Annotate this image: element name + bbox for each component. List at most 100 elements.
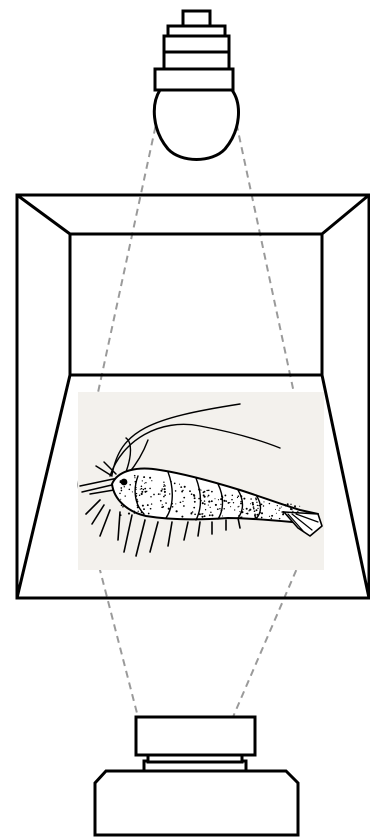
speckle-dot bbox=[179, 484, 180, 485]
speckle-dot bbox=[121, 490, 123, 492]
speckle-dot bbox=[271, 518, 272, 519]
speckle-dot bbox=[151, 503, 152, 504]
speckle-dot bbox=[135, 483, 136, 484]
speckle-dot bbox=[158, 493, 160, 495]
speckle-dot bbox=[136, 499, 137, 500]
speckle-dot bbox=[211, 500, 213, 502]
speckle-dot bbox=[148, 513, 150, 515]
speckle-dot bbox=[151, 480, 152, 481]
speckle-dot bbox=[258, 505, 259, 506]
speckle-dot bbox=[230, 506, 231, 507]
speckle-dot bbox=[209, 501, 211, 503]
speckle-dot bbox=[135, 487, 137, 489]
speckle-dot bbox=[240, 502, 242, 504]
speckle-dot bbox=[147, 504, 149, 506]
speckle-dot bbox=[217, 508, 219, 510]
speckle-dot bbox=[222, 515, 223, 516]
speckle-dot bbox=[228, 502, 230, 504]
speckle-dot bbox=[153, 494, 155, 496]
speckle-dot bbox=[120, 487, 122, 489]
speckle-dot bbox=[190, 513, 192, 515]
speckle-dot bbox=[163, 481, 164, 482]
speckle-dot bbox=[171, 503, 173, 505]
speckle-dot bbox=[241, 498, 242, 499]
speckle-dot bbox=[138, 511, 139, 512]
speckle-dot bbox=[182, 490, 183, 491]
speckle-dot bbox=[122, 506, 123, 507]
speckle-dot bbox=[198, 488, 200, 490]
speckle-dot bbox=[121, 505, 123, 507]
box-edge-bottom-left bbox=[17, 375, 70, 598]
speckle-dot bbox=[162, 504, 163, 505]
speckle-dot bbox=[128, 513, 130, 515]
speckle-dot bbox=[214, 498, 215, 499]
speckle-dot bbox=[204, 496, 206, 498]
speckle-dot bbox=[249, 509, 251, 511]
speckle-dot bbox=[299, 506, 300, 507]
speckle-dot bbox=[137, 506, 139, 508]
speckle-dot bbox=[263, 501, 264, 502]
speckle-dot bbox=[201, 516, 203, 518]
speckle-dot bbox=[144, 488, 146, 490]
speckle-dot bbox=[189, 490, 191, 492]
speckle-dot bbox=[201, 490, 202, 491]
speckle-dot bbox=[181, 516, 183, 518]
speckle-dot bbox=[136, 496, 137, 497]
speckle-dot bbox=[160, 494, 161, 495]
speckle-dot bbox=[120, 514, 122, 516]
speckle-dot bbox=[194, 501, 196, 503]
speckle-dot bbox=[208, 505, 209, 506]
speckle-dot bbox=[163, 486, 164, 487]
speckle-dot bbox=[279, 508, 280, 509]
speckle-dot bbox=[160, 500, 162, 502]
speckle-dot bbox=[261, 518, 262, 519]
speckle-dot bbox=[275, 509, 276, 510]
speckle-dot bbox=[297, 509, 298, 510]
speckle-dot bbox=[162, 506, 164, 508]
speckle-dot bbox=[192, 511, 194, 513]
lamp-ring-middle bbox=[164, 52, 229, 69]
speckle-dot bbox=[174, 483, 176, 485]
speckle-dot bbox=[229, 502, 230, 503]
speckle-dot bbox=[238, 495, 240, 497]
speckle-dot bbox=[161, 488, 162, 489]
speckle-dot bbox=[164, 494, 166, 496]
speckle-dot bbox=[210, 511, 212, 513]
speckle-dot bbox=[198, 498, 200, 500]
lamp-cap bbox=[183, 11, 210, 26]
speckle-dot bbox=[279, 518, 280, 519]
speckle-dot bbox=[133, 510, 135, 512]
speckle-dot bbox=[208, 495, 210, 497]
speckle-dot bbox=[290, 504, 291, 505]
light-bulb-icon bbox=[154, 11, 238, 160]
box-edge-bottom-right bbox=[322, 375, 369, 598]
speckle-dot bbox=[160, 490, 161, 491]
speckle-dot bbox=[183, 505, 185, 507]
speckle-dot bbox=[169, 493, 170, 494]
speckle-dot bbox=[238, 515, 239, 516]
speckle-dot bbox=[145, 482, 146, 483]
speckle-dot bbox=[269, 503, 270, 504]
speckle-dot bbox=[237, 497, 238, 498]
speckle-dot bbox=[240, 501, 241, 502]
speckle-dot bbox=[180, 501, 182, 503]
box-back-wall bbox=[70, 234, 322, 375]
speckle-dot bbox=[194, 513, 196, 515]
lamp-ring-bottom bbox=[155, 69, 233, 90]
speckle-dot bbox=[243, 509, 244, 510]
speckle-dot bbox=[141, 491, 143, 493]
speckle-dot bbox=[256, 514, 258, 516]
speckle-dot bbox=[282, 513, 284, 515]
speckle-dot bbox=[180, 486, 182, 488]
speckle-dot bbox=[247, 513, 249, 515]
speckle-dot bbox=[276, 513, 277, 514]
speckle-dot bbox=[202, 513, 203, 514]
speckle-dot bbox=[194, 497, 196, 499]
speckle-dot bbox=[254, 516, 256, 518]
camera-lens bbox=[136, 717, 255, 755]
speckle-dot bbox=[202, 502, 204, 504]
speckle-dot bbox=[211, 514, 213, 516]
speckle-dot bbox=[193, 495, 195, 497]
speckle-dot bbox=[175, 503, 176, 504]
